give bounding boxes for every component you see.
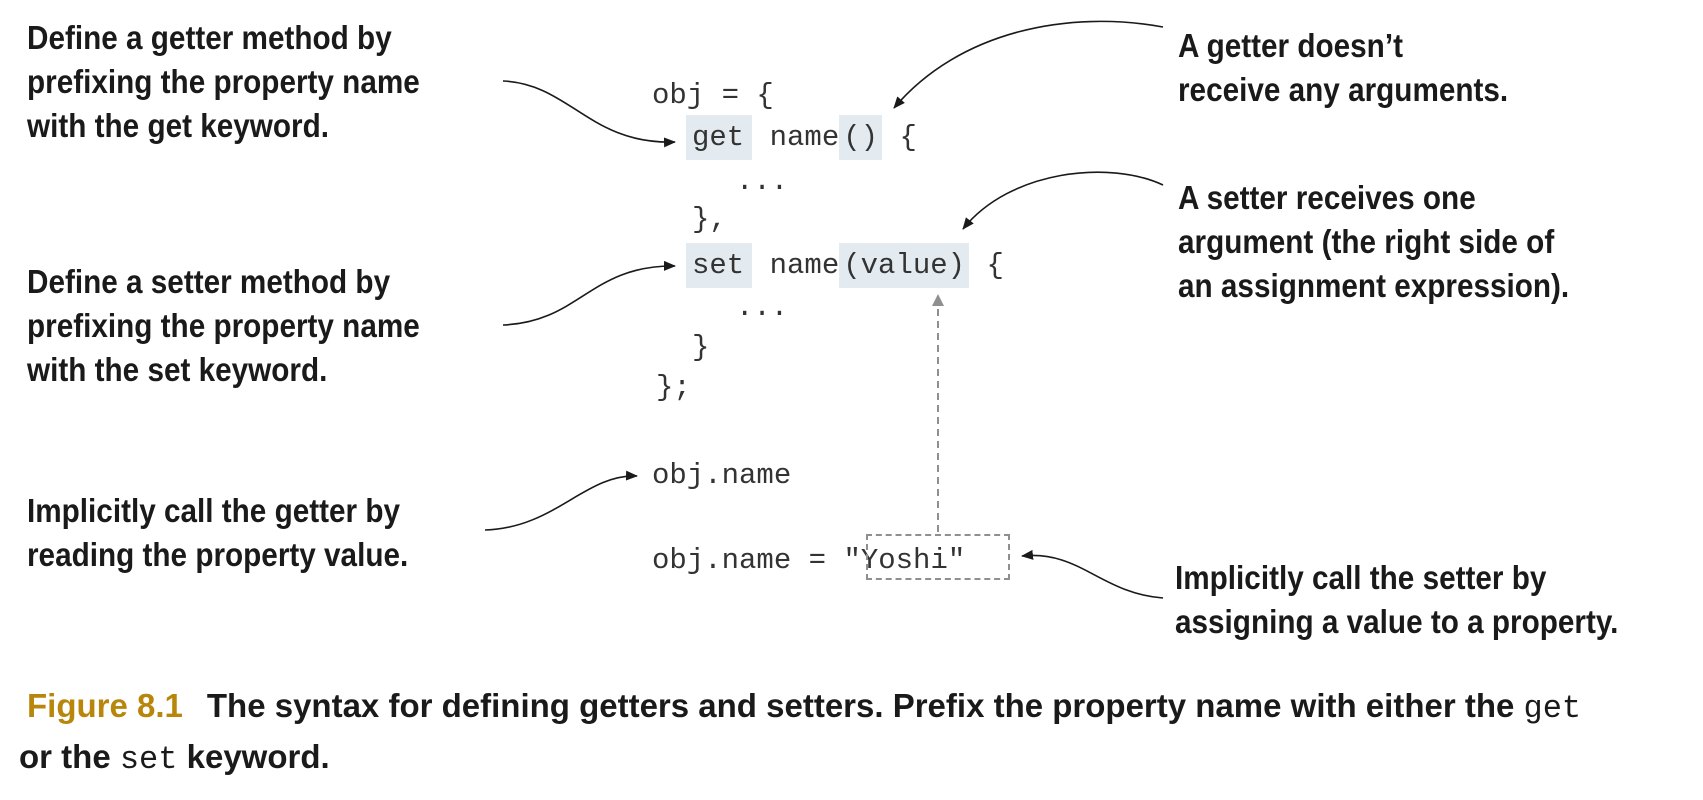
getter-name: name <box>752 121 840 154</box>
annotation-line: Define a setter method by <box>27 263 391 300</box>
code-line-assign-property: obj.name = "Yoshi" <box>652 545 965 577</box>
annotation-getter-args: A getter doesn’t receive any arguments. <box>1178 24 1508 112</box>
annotation-line: an assignment expression). <box>1178 267 1570 304</box>
annotation-define-getter: Define a getter method by prefixing the … <box>27 16 420 148</box>
caption-keyword-set: set <box>119 741 178 778</box>
annotation-line: Implicitly call the setter by <box>1175 559 1547 596</box>
setter-name: name <box>752 249 840 282</box>
annotation-setter-args: A setter receives one argument (the righ… <box>1178 176 1569 308</box>
figure-caption: Figure 8.1 The syntax for defining getter… <box>19 682 1703 784</box>
caption-text: or the <box>19 738 120 775</box>
annotation-line: receive any arguments. <box>1178 71 1509 108</box>
annotation-line: argument (the right side of <box>1178 223 1555 260</box>
getter-brace: { <box>882 121 917 154</box>
code-line-close-setter: } <box>692 331 710 364</box>
set-keyword-highlight: set <box>686 243 753 288</box>
code-line-setter: set name(value) { <box>686 243 1004 288</box>
annotation-line: assigning a value to a property. <box>1175 603 1619 640</box>
annotation-line: A setter receives one <box>1178 179 1476 216</box>
code-line-obj-close: }; <box>656 371 691 404</box>
annotation-line: with the set keyword. <box>27 351 328 388</box>
setter-brace: { <box>969 249 1004 282</box>
caption-keyword-get: get <box>1523 690 1582 727</box>
caption-text: keyword. <box>177 738 330 775</box>
figure-label: Figure 8.1 <box>27 687 183 724</box>
arrow-getter-args <box>893 20 1164 109</box>
code-line-close-getter: }, <box>692 203 727 236</box>
caption-text: The syntax for defining getters and sett… <box>206 687 1524 724</box>
yoshi-value: "Yoshi" <box>843 544 966 577</box>
getter-params-highlight: () <box>839 115 883 160</box>
code-line-ellipsis: ... <box>736 291 789 324</box>
setter-param-highlight: (value) <box>839 243 970 288</box>
code-line-obj-open: obj = { <box>652 79 774 112</box>
arrow-setter-args <box>962 171 1164 230</box>
arrow-define-getter <box>502 80 676 148</box>
annotation-line: A getter doesn’t <box>1178 27 1403 64</box>
arrow-implicit-getter <box>484 470 638 531</box>
yoshi-dashed-box <box>866 534 1010 580</box>
annotation-line: with the get keyword. <box>27 107 329 144</box>
get-keyword-highlight: get <box>686 115 753 160</box>
annotation-line: Define a getter method by <box>27 19 392 56</box>
code-line-read-property: obj.name <box>652 459 792 492</box>
annotation-line: prefixing the property name <box>27 307 420 344</box>
annotation-line: Implicitly call the getter by <box>27 492 401 529</box>
annotation-implicit-setter: Implicitly call the setter by assigning … <box>1175 556 1618 644</box>
code-line-getter: get name() { <box>686 115 917 160</box>
arrow-implicit-setter <box>1021 549 1164 599</box>
code-line-ellipsis: ... <box>736 165 789 198</box>
arrow-define-setter <box>502 260 676 326</box>
annotation-line: prefixing the property name <box>27 63 420 100</box>
assign-expression: obj.name = <box>652 544 844 577</box>
annotation-implicit-getter: Implicitly call the getter by reading th… <box>27 489 408 577</box>
annotation-line: reading the property value. <box>27 536 409 573</box>
annotation-define-setter: Define a setter method by prefixing the … <box>27 260 420 392</box>
